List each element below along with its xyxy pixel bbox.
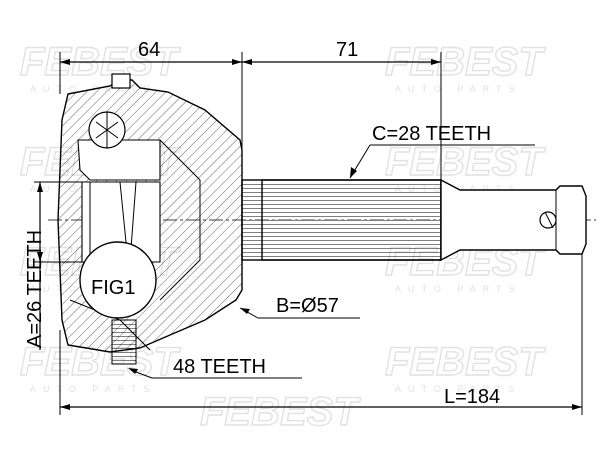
diameter-callout: B=Ø57	[239, 295, 360, 319]
dimension-total-length: L=184	[60, 386, 582, 410]
abs-ring-callout: 48 TEETH	[128, 356, 302, 379]
figure-reference: FIG1	[79, 241, 157, 319]
watermark-brand: FEBEST	[385, 140, 546, 184]
watermark-brand: FEBEST	[385, 340, 546, 384]
shaft-spline-callout: C=28 TEETH	[349, 123, 535, 179]
diameter-label: B=Ø57	[276, 295, 339, 317]
cv-joint-housing	[57, 73, 243, 353]
dimension-shaft-length: 71	[242, 39, 441, 65]
watermark-tagline: AUTO PARTS	[30, 384, 157, 394]
watermark-tagline: AUTO PARTS	[395, 284, 522, 294]
abs-ring	[111, 319, 137, 365]
dimension-joint-length: 64	[60, 39, 242, 65]
watermark-tagline: AUTO PARTS	[395, 84, 522, 94]
shaft-spline-label: C=28 TEETH	[372, 123, 491, 145]
inner-spline-label: A=26 TEETH	[24, 230, 46, 348]
dimension-label-64: 64	[138, 39, 160, 61]
dimension-label-total: L=184	[444, 386, 500, 408]
watermark-tagline: AUTO PARTS	[30, 84, 157, 94]
figure-label: FIG1	[91, 277, 135, 299]
watermark-tagline: AUTO PARTS	[395, 384, 522, 394]
abs-ring-label: 48 TEETH	[173, 356, 266, 378]
output-shaft	[241, 178, 587, 262]
dimension-label-71: 71	[336, 39, 358, 61]
watermark-brand: FEBEST	[200, 390, 361, 434]
